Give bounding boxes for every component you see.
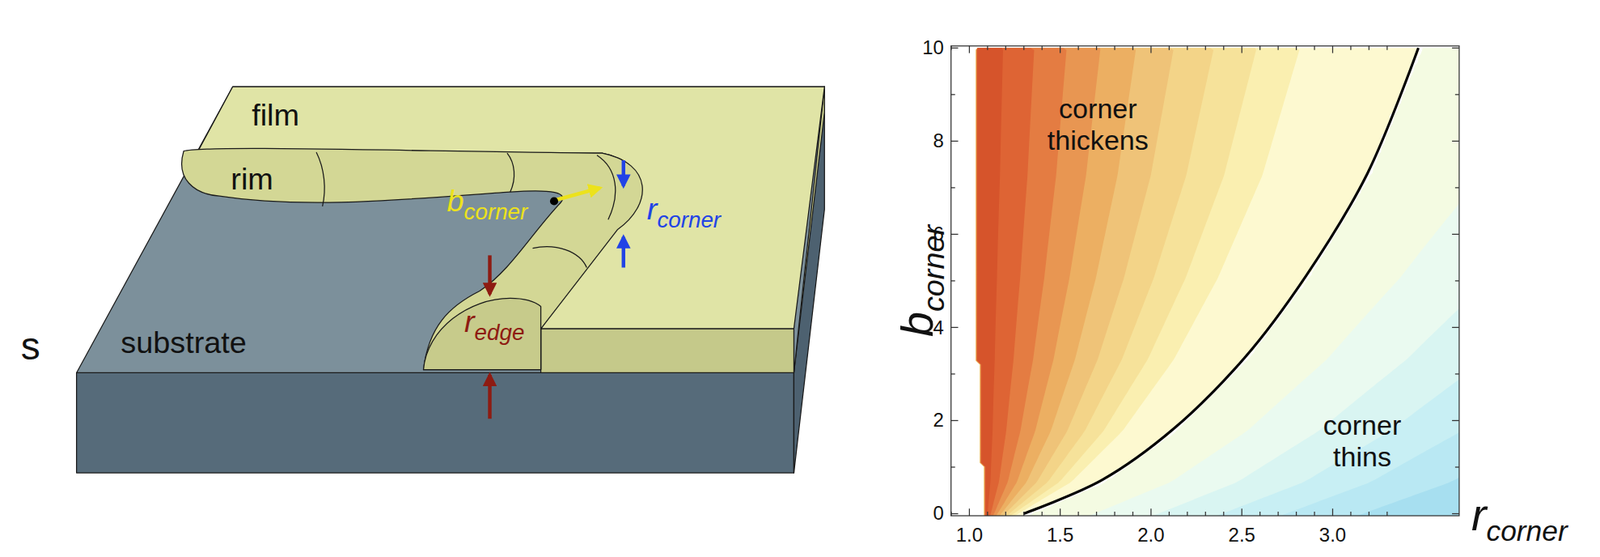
edge-arrow (487, 374, 492, 419)
center-dot (550, 196, 559, 205)
tick-label: 3.0 (1319, 523, 1347, 547)
dimension-label: redge (464, 304, 525, 345)
dimension-label: bcorner (447, 183, 529, 225)
substrate-top (76, 86, 826, 373)
contour-band (975, 47, 1214, 516)
symbol: r (464, 304, 475, 339)
contour-band (975, 47, 1300, 516)
symbol: r (647, 191, 658, 226)
region-label: corner thickens (1021, 93, 1175, 157)
contour-band (977, 47, 1004, 516)
tick-label: 2.0 (1137, 523, 1165, 547)
substrate-front (76, 372, 795, 473)
subscript: corner (464, 198, 529, 225)
radius-arrow (554, 187, 601, 200)
rim (182, 148, 644, 369)
symbol: b (447, 183, 465, 218)
corner-arrow (622, 237, 626, 268)
contour-band (1357, 477, 1460, 516)
contour-band (975, 47, 1257, 516)
rim-end-face (423, 297, 542, 369)
axis-title: bcorner (892, 224, 952, 337)
tick-label: 8 (933, 130, 944, 153)
subscript: corner (1486, 514, 1568, 547)
tick-label: 0 (933, 502, 944, 525)
block-illustration (76, 86, 826, 473)
dimension-label: rcorner (647, 191, 721, 233)
edge-arrow (487, 254, 492, 294)
symbol: b (892, 311, 943, 337)
rim-divider (316, 152, 325, 207)
part-name: substrate (120, 325, 247, 361)
contour-band (977, 47, 1035, 516)
contour-band (976, 47, 1067, 516)
tick-label: 2.5 (1228, 523, 1256, 547)
subscript: corner (915, 224, 950, 312)
rim-divider (532, 246, 587, 268)
axis-title: rcorner (1471, 489, 1568, 548)
rim-divider (507, 152, 515, 192)
part-name: film (251, 97, 300, 134)
tick-label: 1.0 (956, 523, 983, 547)
subscript: corner (656, 207, 721, 233)
film-front (541, 328, 795, 373)
part-name: rim (230, 161, 274, 198)
subscript: edge (474, 318, 525, 345)
contour-band (1216, 379, 1460, 516)
contour-fill (975, 47, 1460, 516)
plot-frame (951, 46, 1460, 516)
tick-label: 1.5 (1046, 523, 1074, 547)
tick-label: 2 (933, 409, 944, 432)
tick-label: 10 (922, 37, 944, 60)
corner-arrow (622, 160, 626, 187)
cut-letter: s (21, 324, 41, 369)
symbol: r (1471, 489, 1486, 540)
contour-chart (951, 46, 1462, 518)
region-label: corner thins (1300, 410, 1423, 474)
axis-ticks (951, 46, 1460, 516)
